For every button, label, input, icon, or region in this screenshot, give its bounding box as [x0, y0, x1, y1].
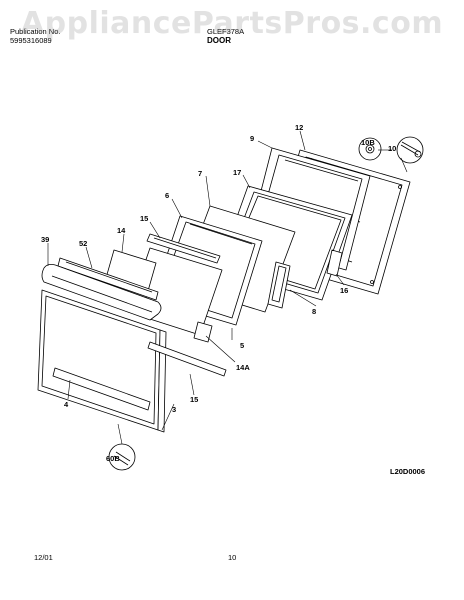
- footer-date: 12/01: [34, 553, 53, 562]
- callout-5: 5: [240, 341, 244, 350]
- handle-part-39: [41, 264, 162, 321]
- fastener-part-60b: [108, 443, 136, 471]
- fastener-part-10b: [358, 137, 382, 161]
- diagram-code: L20D0006: [390, 467, 425, 476]
- callout-15-top: 15: [140, 214, 148, 223]
- callout-7: 7: [198, 169, 202, 178]
- handle-trim-part-52: [57, 257, 159, 301]
- section-title: DOOR: [207, 36, 231, 45]
- callout-14: 14: [117, 226, 126, 235]
- publication-number: 5995316089: [10, 36, 52, 45]
- callout-15-bottom: 15: [190, 395, 198, 404]
- callout-60b: 60B: [106, 454, 120, 463]
- leader-lines: [47, 130, 408, 445]
- screw-part-10: [396, 136, 424, 164]
- callout-10b: 10B: [361, 138, 375, 147]
- footer-page-number: 10: [228, 553, 237, 562]
- publication-info: Publication No. 5995316089: [10, 27, 130, 45]
- callout-52: 52: [79, 239, 87, 248]
- callout-14a: 14A: [236, 363, 250, 372]
- callout-16: 16: [340, 286, 348, 295]
- clip-part-15-bottom: [147, 341, 227, 377]
- callout-6: 6: [165, 191, 169, 200]
- callout-3: 3: [172, 405, 176, 414]
- callout-10: 10: [388, 144, 396, 153]
- support-part-8: [267, 261, 291, 309]
- model-info: GLEF378A DOOR: [207, 27, 287, 45]
- callout-12: 12: [295, 123, 303, 132]
- model-number: GLEF378A: [207, 27, 245, 36]
- callout-9: 9: [250, 134, 254, 143]
- publication-label: Publication No.: [10, 27, 61, 36]
- bracket-part-16: [326, 249, 343, 277]
- callout-labels: 9 12 10B 10 17 7 6 15 14 39 52 5 8 16 14…: [41, 123, 396, 463]
- callout-8: 8: [312, 307, 316, 316]
- bottom-trim-part-4: [52, 367, 151, 411]
- callout-17: 17: [233, 168, 241, 177]
- clip-part-15-top: [146, 233, 221, 264]
- callout-4: 4: [64, 400, 69, 409]
- callout-39: 39: [41, 235, 49, 244]
